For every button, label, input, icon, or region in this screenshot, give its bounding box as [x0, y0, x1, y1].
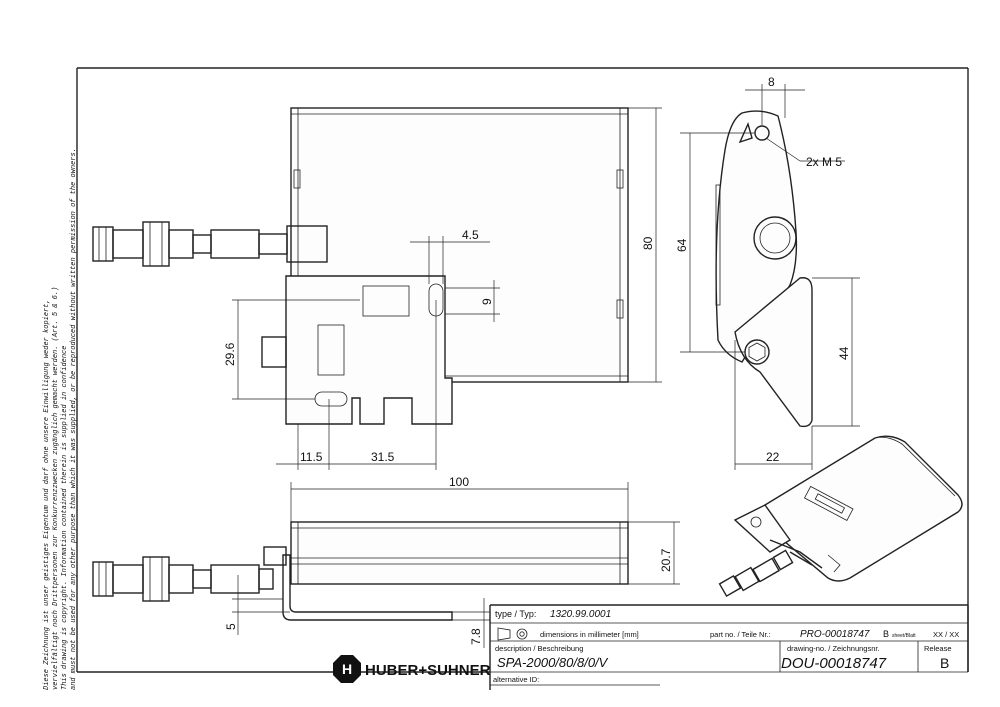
- dim-80: 80: [641, 236, 655, 250]
- dim-20-7: 20.7: [659, 548, 673, 572]
- top-view-bracket: [285, 275, 453, 425]
- side-connector: [261, 336, 287, 368]
- dim-4-5: 4.5: [462, 228, 479, 242]
- isometric-view: [718, 435, 963, 598]
- type-label: type / Typ:: [495, 609, 536, 619]
- logo-mark-letter: H: [342, 661, 352, 677]
- top-view: 80 4.5 9 29.6 11.5 31.5: [92, 107, 662, 470]
- part-label: part no. / Teile Nr.:: [710, 630, 771, 639]
- sheet-of: XX / XX: [933, 630, 959, 639]
- dim-11-5: 11.5: [300, 450, 323, 464]
- description-value: SPA-2000/80/8/0/V: [497, 655, 609, 670]
- drawing-no-label: drawing-no. / Zeichnungsnr.: [787, 644, 880, 653]
- dim-100: 100: [449, 475, 469, 489]
- front-view-body: [290, 521, 629, 585]
- iso-label-window: [803, 485, 854, 521]
- units-label: dimensions in millimeter [mm]: [540, 630, 639, 639]
- description-label: description / Beschreibung: [495, 644, 583, 653]
- dim-22: 22: [766, 450, 780, 464]
- logo-text: HUBER+SUHNER: [365, 662, 491, 679]
- release-value: B: [940, 655, 949, 671]
- dim-64: 64: [675, 238, 689, 252]
- title-block: type / Typ: 1320.99.0001 dimensions in m…: [489, 604, 969, 690]
- front-view: 100 20.7 5 7.8: [92, 475, 680, 648]
- dim-7-8: 7.8: [469, 628, 483, 645]
- legal-line-3: This drawing is copyright. Information c…: [61, 346, 69, 690]
- legal-line-4: and must not be used for any other purpo…: [70, 148, 78, 690]
- dim-44: 44: [837, 346, 851, 360]
- sheet-value: B: [883, 629, 889, 639]
- projection-symbol-icon: [497, 627, 528, 641]
- drawing-no-value: DOU-00018747: [781, 655, 887, 672]
- sheet-label: sheet/Blatt: [892, 633, 916, 639]
- alternative-label: alternative ID:: [493, 675, 539, 684]
- dim-5: 5: [224, 623, 238, 630]
- dim-8: 8: [768, 75, 775, 89]
- type-value: 1320.99.0001: [550, 609, 611, 620]
- legal-line-1: Diese Zeichnung ist unser geistiges Eige…: [43, 299, 51, 690]
- drawing-border: [76, 67, 969, 673]
- dim-9: 9: [480, 298, 494, 305]
- side-view-clamp: [734, 277, 813, 428]
- top-connector-assembly: [92, 221, 328, 267]
- front-connector-assembly: [92, 546, 287, 602]
- huber-suhner-logo: H HUBER+SUHNER: [333, 655, 491, 683]
- dim-2xm5: 2x M 5: [806, 155, 842, 169]
- dim-29-6: 29.6: [223, 342, 237, 366]
- logo-mark-icon: [333, 655, 361, 683]
- part-value: PRO-00018747: [800, 629, 870, 640]
- dim-31-5: 31.5: [371, 450, 395, 464]
- iso-clamp: [733, 504, 792, 553]
- legal-notice: Diese Zeichnung ist unser geistiges Eige…: [43, 148, 78, 690]
- release-label: Release: [924, 644, 952, 653]
- side-view-bore: [753, 216, 797, 260]
- side-view: 8 2x M 5 64 44 22: [675, 75, 860, 470]
- legal-line-2: vervielfältigt noch Drittpersonen zur Ko…: [52, 287, 60, 690]
- iso-housing: [764, 435, 963, 582]
